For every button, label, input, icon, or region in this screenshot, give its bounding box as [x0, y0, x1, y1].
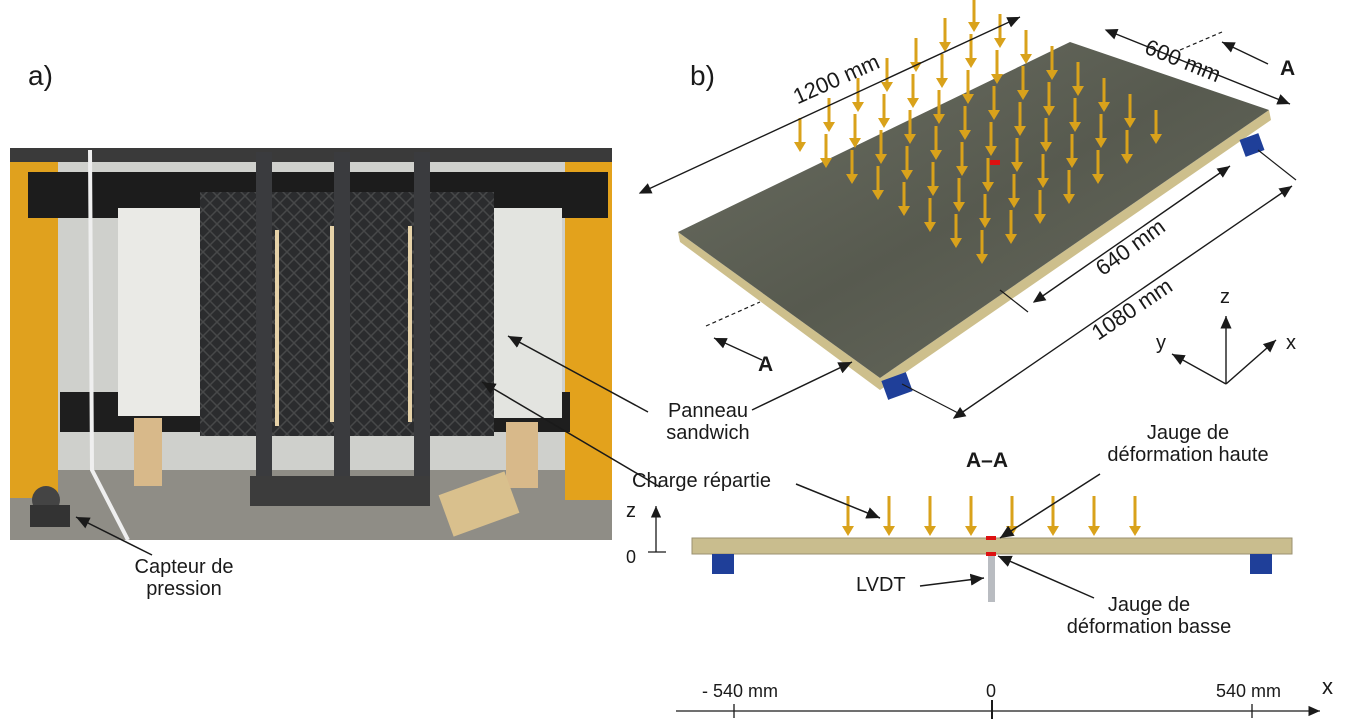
- jauge-haute-label: Jauge de déformation haute: [1098, 422, 1278, 466]
- load-arrow: [924, 496, 936, 536]
- load-arrow: [1088, 496, 1100, 536]
- load-arrow: [939, 18, 951, 52]
- x-axis-label: x: [1322, 674, 1333, 699]
- section-line: [1179, 31, 1223, 51]
- jauge-basse-line2: déformation basse: [1066, 616, 1232, 638]
- lvdt-leader: [919, 573, 985, 587]
- section-arrow: [1221, 41, 1269, 65]
- panel-a-label: a): [28, 60, 53, 91]
- jauge-basse-leader: [997, 555, 1095, 599]
- load-arrow: [1150, 110, 1162, 144]
- load-arrow: [968, 0, 980, 32]
- x-tick-label-pos: 540 mm: [1216, 681, 1282, 701]
- load-arrow: [1046, 46, 1058, 80]
- panneau-line1: Panneau: [667, 400, 749, 422]
- support-block: [881, 372, 913, 400]
- section-line: [705, 301, 761, 327]
- strain-gauge-top: [986, 536, 996, 540]
- section-zero-label: 0: [626, 547, 637, 567]
- axis3d-z-label: z: [1220, 286, 1230, 308]
- dim-line-length: [638, 16, 1021, 194]
- load-arrow: [1066, 134, 1078, 168]
- x-tick-label-zero: 0: [986, 681, 997, 701]
- axis3d-x-label: x: [1286, 332, 1296, 354]
- panneau-slab-leader: [751, 361, 853, 411]
- dim-extension: [999, 289, 1029, 313]
- charge-label: Charge répartie: [632, 470, 771, 492]
- dim-line-width: [1104, 28, 1291, 105]
- charge-section-leader: [795, 483, 881, 519]
- jauge-haute-leader: [999, 473, 1101, 539]
- axes-3d: [1171, 316, 1277, 385]
- capteur-leader: [75, 516, 153, 556]
- load-arrow: [1047, 496, 1059, 536]
- jauge-basse-line1: Jauge de: [1107, 594, 1191, 616]
- jauge-basse-label: Jauge de déformation basse: [1054, 594, 1244, 638]
- section-marker-left: A: [758, 353, 774, 376]
- panel-b-label: b): [690, 60, 715, 91]
- load-arrow: [924, 198, 936, 232]
- support-block-left: [712, 554, 734, 574]
- load-arrow: [1121, 130, 1133, 164]
- load-arrow: [1069, 98, 1081, 132]
- panneau-photo-leader: [507, 335, 649, 413]
- load-arrow: [1129, 496, 1141, 536]
- charge-photo-leader: [481, 381, 661, 488]
- lvdt-label: LVDT: [856, 574, 906, 596]
- section-load-arrows: [842, 496, 1141, 536]
- load-arrow: [907, 74, 919, 108]
- slab-3d: [678, 42, 1271, 400]
- load-arrow: [878, 94, 890, 128]
- load-arrow: [1098, 78, 1110, 112]
- test-rig-photo: [10, 148, 612, 541]
- load-arrow: [1072, 62, 1084, 96]
- panneau-label: Panneau sandwich: [648, 400, 768, 444]
- load-arrow: [849, 114, 861, 148]
- load-arrow: [936, 54, 948, 88]
- load-arrow: [1043, 82, 1055, 116]
- section-z-label: z: [626, 500, 636, 522]
- x-tick-label-neg: - 540 mm: [702, 681, 779, 701]
- dim-extension: [901, 383, 961, 415]
- strain-gauge-marker: [990, 160, 1000, 165]
- section-arrow: [713, 337, 763, 361]
- load-arrow: [1020, 30, 1032, 64]
- dim-line-inner-length: [952, 185, 1293, 419]
- load-arrow: [794, 118, 806, 152]
- panneau-line2: sandwich: [666, 422, 750, 444]
- dim-extension: [1257, 149, 1297, 181]
- axis3d-y-label: y: [1156, 332, 1166, 354]
- lvdt-sensor: [988, 556, 995, 602]
- capteur-line2: pression: [146, 578, 222, 600]
- jauge-haute-line1: Jauge de: [1146, 422, 1230, 444]
- capteur-line1: Capteur de: [134, 556, 234, 578]
- load-arrow: [881, 58, 893, 92]
- load-arrow: [965, 496, 977, 536]
- strain-gauge-bottom: [986, 552, 996, 556]
- load-arrow: [1095, 114, 1107, 148]
- load-arrow: [1017, 66, 1029, 100]
- jauge-haute-line2: déformation haute: [1107, 444, 1269, 466]
- support-block-right: [1250, 554, 1272, 574]
- section-title: A–A: [966, 449, 1009, 472]
- section-marker-right: A: [1280, 57, 1296, 80]
- load-arrow: [842, 496, 854, 536]
- load-arrow: [1040, 118, 1052, 152]
- load-arrow: [883, 496, 895, 536]
- load-arrow: [994, 14, 1006, 48]
- capteur-label: Capteur de pression: [124, 556, 244, 600]
- section-view: [691, 536, 1293, 602]
